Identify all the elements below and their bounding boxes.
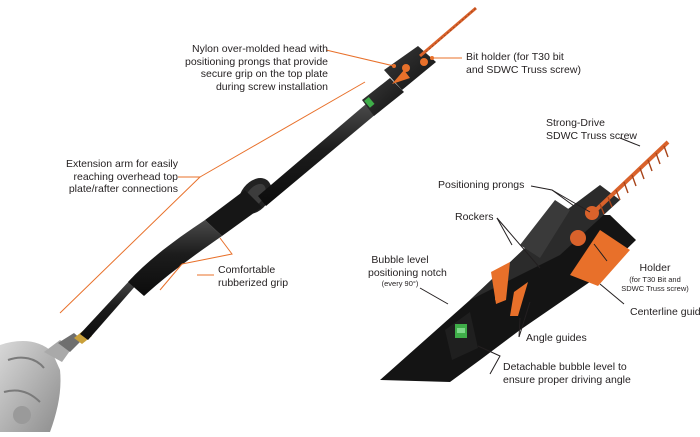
callout-positioning-prongs: Positioning prongs (438, 179, 525, 191)
callout-line: and SDWC Truss screw) (466, 63, 581, 76)
callout-line: plate/rafter connections (68, 183, 178, 195)
callout-nylon-head: Nylon over-molded head with positioning … (178, 43, 328, 93)
callout-line: SDWC Truss screw (546, 129, 638, 142)
callout-grip: Comfortable rubberized grip (218, 264, 288, 289)
callout-note: (for T30 Bit and (629, 274, 681, 284)
callout-line: Bubble level (371, 254, 429, 266)
callout-screw: Strong-Drive SDWC Truss screw (546, 117, 637, 142)
leader-lines (59, 49, 641, 375)
callout-line: rubberized grip (218, 276, 289, 289)
callout-centerline-guide: Centerline guide (630, 306, 700, 318)
callout-line: positioning notch (368, 266, 447, 279)
bubble-level-icon (455, 324, 467, 338)
callout-note: (every 90°) (381, 279, 419, 288)
head-closeup (380, 185, 636, 382)
callout-line: Strong-Drive (546, 117, 605, 129)
callout-bit-holder: Bit holder (for T30 bit and SDWC Truss s… (466, 51, 581, 76)
callout-angle-guides: Angle guides (526, 332, 587, 344)
callout-detachable-level: Detachable bubble level to ensure proper… (503, 361, 631, 386)
callout-line: during screw installation (215, 80, 328, 93)
drill-icon (0, 333, 82, 432)
callout-rockers: Rockers (455, 211, 494, 223)
callout-line: Holder (639, 262, 671, 274)
callout-line: Extension arm for easily (65, 158, 178, 170)
callout-line: positioning prongs that provide (184, 55, 328, 68)
callout-bubble-notch: Bubble level positioning notch (every 90… (368, 254, 447, 288)
callout-line: Detachable bubble level to (503, 361, 627, 373)
callout-line: Nylon over-molded head with (192, 43, 328, 55)
callout-extension-arm: Extension arm for easily reaching overhe… (38, 158, 178, 196)
callout-line: Comfortable (218, 264, 276, 276)
callout-line: ensure proper driving angle (503, 373, 631, 386)
callout-line: secure grip on the top plate (200, 68, 328, 80)
callout-line: Bit holder (for T30 bit (466, 51, 564, 63)
extension-tool-icon (74, 6, 477, 344)
screw-icon (585, 140, 670, 220)
callout-holder: Holder (for T30 Bit and SDWC Truss screw… (614, 262, 696, 293)
callout-line: reaching overhead top (73, 170, 179, 183)
callout-note: SDWC Truss screw) (621, 283, 689, 293)
